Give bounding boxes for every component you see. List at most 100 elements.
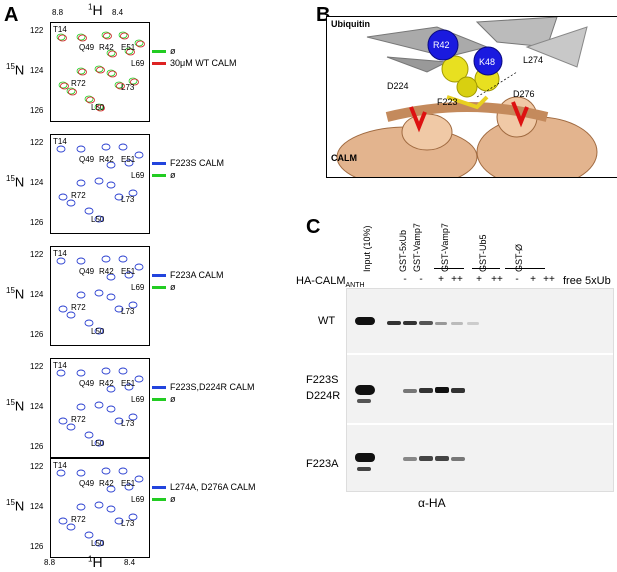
nmr-peak [56, 469, 66, 477]
nmr-peak [128, 189, 138, 197]
band [357, 467, 371, 471]
nmr-peak [84, 319, 94, 327]
y-tick: 122 [30, 26, 44, 35]
nmr-peak [76, 67, 86, 75]
nmr-peak [118, 143, 128, 151]
nmr-peak [106, 385, 116, 393]
y-tick: 122 [30, 138, 44, 147]
nmr-peak [124, 271, 134, 279]
nmr-peak [106, 293, 116, 301]
nmr-peak [94, 103, 104, 111]
band [467, 322, 479, 325]
y-tick: 122 [30, 462, 44, 471]
nmr-peak [103, 32, 112, 40]
y-tick: 124 [30, 402, 44, 411]
lane-sign: - [403, 274, 407, 285]
band [435, 456, 449, 461]
nmr-peak [101, 367, 111, 375]
lane-sign: + [530, 274, 536, 285]
peak-label: R72 [71, 303, 86, 312]
peak-label: E51 [121, 43, 136, 52]
gst-empty-underline [505, 268, 545, 269]
nmr-peak [60, 82, 69, 90]
nmr-peaks-svg [56, 367, 144, 447]
legend-swatch [152, 62, 166, 65]
legend-swatch [152, 162, 166, 165]
nmr-peak [76, 257, 86, 265]
lane-sign: + [476, 274, 482, 285]
nmr-peak [94, 215, 104, 223]
nmr-peak [114, 417, 124, 425]
peak-label: Q49 [79, 267, 95, 276]
row-label-d224r: D224R [306, 390, 341, 402]
nmr-peak [134, 151, 144, 159]
peak-label: E51 [121, 155, 136, 164]
peak-label: L73 [121, 307, 135, 316]
band [357, 399, 371, 403]
y-axis-label: 15N [6, 498, 25, 514]
peak-label: R72 [71, 191, 86, 200]
nmr-peak [56, 33, 66, 41]
nmr-peak [134, 475, 144, 483]
nmr-peak [101, 31, 111, 39]
legend-label: ø [170, 282, 176, 292]
peak-label: R42 [99, 267, 114, 276]
band [355, 453, 375, 462]
peak-label: T14 [53, 137, 67, 146]
lane-sign: ++ [451, 274, 463, 285]
nmr-peak [96, 104, 105, 112]
peak-label: L50 [91, 103, 105, 112]
nmr-peak [58, 34, 67, 42]
y-tick: 124 [30, 502, 44, 511]
nmr-peak [94, 177, 104, 185]
legend-label: ø [170, 46, 176, 56]
band [451, 388, 465, 393]
nmr-peaks-svg [56, 143, 144, 223]
peak-label: E51 [121, 479, 136, 488]
legend-swatch [152, 486, 166, 489]
nmr-peak [58, 81, 68, 89]
nmr-peak [114, 517, 124, 525]
peak-label: L73 [121, 83, 135, 92]
nmr-peak [106, 485, 116, 493]
y-tick: 122 [30, 250, 44, 259]
nmr-peak [94, 65, 104, 73]
nmr-peak [84, 431, 94, 439]
peak-label: L69 [131, 283, 145, 292]
peak-label: T14 [53, 25, 67, 34]
y-axis-label: 15N [6, 62, 25, 78]
nmr-peaks-svg [56, 255, 144, 335]
peak-label: L50 [91, 539, 105, 548]
lane-sign: - [419, 274, 423, 285]
band [451, 457, 465, 461]
peak-label: L69 [131, 171, 145, 180]
peak-label: L50 [91, 215, 105, 224]
legend-label: ø [170, 170, 176, 180]
nmr-peak [126, 48, 135, 56]
nmr-peak [96, 66, 105, 74]
nmr-peak [118, 255, 128, 263]
legend-label: F223S CALM [170, 158, 225, 168]
calm-label: CALM [331, 153, 357, 163]
nmr-peak [101, 255, 111, 263]
peak-label: L50 [91, 439, 105, 448]
y-axis-label: 15N [6, 174, 25, 190]
nmr-peak [94, 501, 104, 509]
bottom-tick-1: 8.8 [44, 558, 56, 567]
nmr-peak [118, 367, 128, 375]
top-axis-label: 1H [88, 2, 103, 18]
nmr-peak [128, 77, 138, 85]
peak-label: R42 [99, 155, 114, 164]
blot-column-header: GST-5xUb [398, 229, 408, 272]
structure-svg [336, 17, 598, 177]
nmr-peak [56, 257, 66, 265]
nmr-peak [94, 439, 104, 447]
nmr-peak [114, 193, 124, 201]
nmr-peak [106, 273, 116, 281]
lane-sign: + [438, 274, 444, 285]
nmr-peak [124, 47, 134, 55]
nmr-peak [106, 161, 116, 169]
lane-sign: ++ [491, 274, 503, 285]
